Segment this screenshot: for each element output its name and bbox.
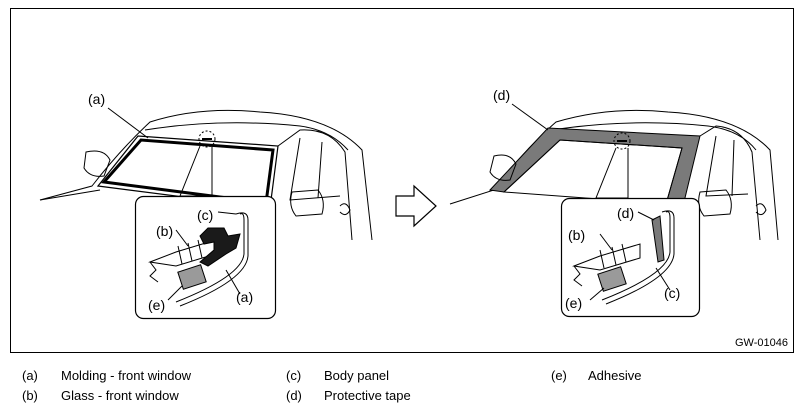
legend-text-c: Body panel — [324, 368, 390, 383]
callout-b-left: (b) — [156, 223, 173, 239]
legend-key-d: (d) — [286, 388, 302, 403]
transition-arrow — [395, 184, 437, 228]
callout-d-detail-right: (d) — [617, 205, 634, 221]
callout-c-right: (c) — [664, 285, 680, 301]
legend-key-c: (c) — [286, 368, 302, 383]
callout-e-right: (e) — [565, 295, 582, 311]
callout-a-car-left: (a) — [88, 91, 105, 107]
detail-box-left — [134, 195, 277, 320]
legend: (a) Molding - front window (b) Glass - f… — [0, 364, 804, 412]
legend-key-e: (e) — [551, 368, 567, 383]
callout-a-detail-left: (a) — [236, 289, 253, 305]
callout-b-right: (b) — [568, 227, 585, 243]
legend-key-b: (b) — [22, 388, 38, 403]
callout-d-car-right: (d) — [493, 87, 510, 103]
legend-key-a: (a) — [22, 368, 38, 383]
detail-box-right — [560, 197, 701, 318]
detail-marker-left — [198, 130, 216, 148]
legend-text-b: Glass - front window — [61, 388, 179, 403]
legend-text-d: Protective tape — [324, 388, 411, 403]
figure-frame — [10, 8, 794, 353]
callout-c-left: (c) — [197, 207, 213, 223]
legend-text-a: Molding - front window — [61, 368, 192, 383]
detail-marker-right — [613, 132, 631, 150]
callout-e-left: (e) — [148, 297, 165, 313]
figure-code: GW-01046 — [735, 337, 788, 349]
legend-text-e: Adhesive — [588, 368, 642, 383]
